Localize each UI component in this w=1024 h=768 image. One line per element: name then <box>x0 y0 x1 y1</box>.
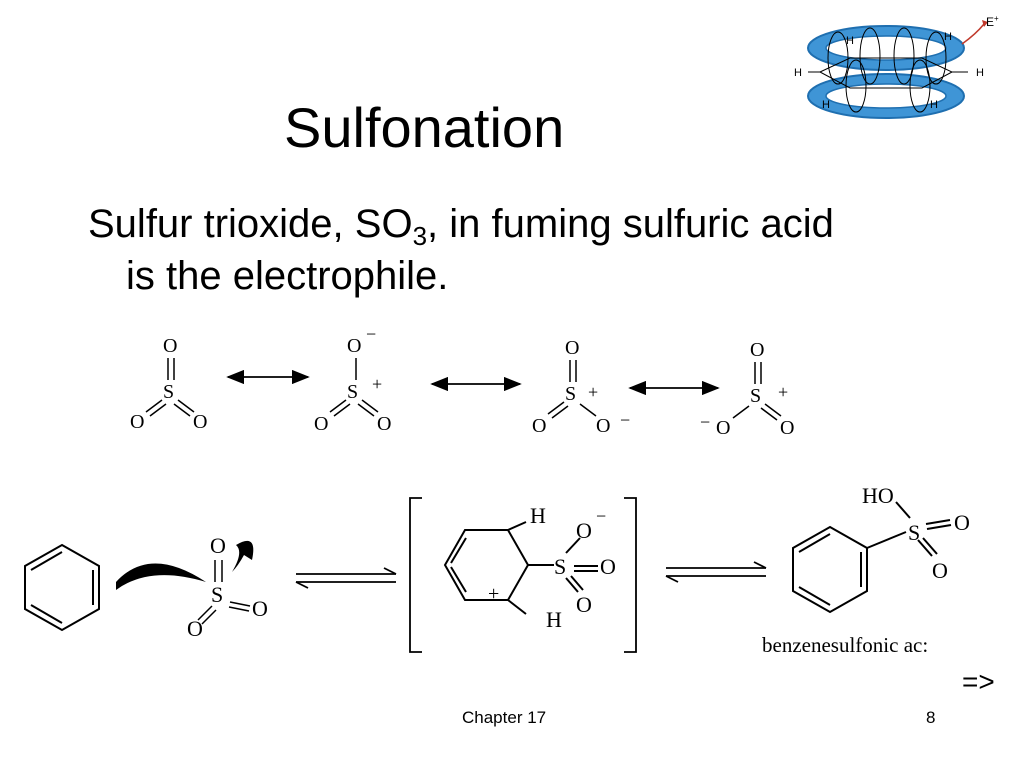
intermediate-brackets <box>409 497 637 653</box>
electron-flow-arrow-head <box>232 540 254 572</box>
oxygen-atom: O <box>596 415 610 437</box>
oxygen-atom: O <box>377 413 391 435</box>
bullet-line1-post: , in fuming sulfuric acid <box>427 202 834 246</box>
oxygen-atom: O <box>193 411 207 433</box>
sulfur-atom: S <box>750 385 761 407</box>
plus-charge: + <box>372 374 382 394</box>
benzenesulfonic-acid-product: HO S O O benzenesulfonic ac: <box>762 483 970 657</box>
h-label: H <box>794 67 802 79</box>
sulfur-atom: S <box>554 554 566 579</box>
carbocation-plus: + <box>488 583 499 605</box>
oxygen-atom: O <box>532 415 546 437</box>
h-label: H <box>822 99 830 111</box>
electrophile-arrowhead <box>982 20 988 27</box>
oxygen-atom: O <box>954 510 970 535</box>
p-orbitals <box>827 27 947 113</box>
equilibrium-arrow-1 <box>295 567 397 589</box>
resonance-structure-2: O − S + O O <box>314 324 391 435</box>
minus-charge: − <box>620 410 630 430</box>
oxygen-atom: O <box>576 592 592 617</box>
sigma-complex-intermediate: H S O − O O + H <box>443 503 616 632</box>
oxygen-atom: O <box>314 413 328 435</box>
electron-flow-arrow <box>116 563 206 590</box>
oxygen-atom: O <box>130 411 144 433</box>
plus-charge: + <box>588 382 598 402</box>
bullet-text: Sulfur trioxide, SO3, in fuming sulfuric… <box>88 198 834 302</box>
hydroxyl-group: HO <box>862 483 894 508</box>
h-label: H <box>976 67 984 79</box>
so3-electrophile: O S O O <box>187 533 268 641</box>
minus-charge: − <box>700 412 710 432</box>
oxygen-atom: O <box>750 339 764 361</box>
next-slide-link[interactable]: => <box>962 666 995 697</box>
sulfur-atom: S <box>565 383 576 405</box>
oxygen-atom: O <box>565 337 579 359</box>
h-label: H <box>944 31 952 43</box>
electrophile-label: E+ <box>986 14 999 29</box>
footer-chapter: Chapter 17 <box>462 708 547 727</box>
h-label: H <box>930 99 938 111</box>
oxygen-atom: O <box>187 616 203 641</box>
resonance-structure-3: O S + O O − <box>532 337 630 437</box>
sulfur-atom: S <box>347 381 358 403</box>
oxygen-atom: O <box>252 596 268 621</box>
oxygen-atom: O <box>780 417 794 439</box>
bullet-line1-sub: 3 <box>412 221 428 251</box>
h-atom: H <box>546 607 562 632</box>
oxygen-atom: O <box>163 335 177 357</box>
slide-title: Sulfonation <box>284 96 565 159</box>
minus-charge: − <box>366 324 376 344</box>
sigma-framework <box>808 57 968 89</box>
oxygen-atom: O <box>600 554 616 579</box>
bullet-line1-pre: Sulfur trioxide, SO <box>88 202 413 246</box>
oxygen-atom: O <box>932 558 948 583</box>
oxygen-atom: O <box>210 533 226 558</box>
minus-charge: − <box>596 506 606 526</box>
sulfur-atom: S <box>211 582 223 607</box>
sulfur-atom: S <box>908 520 920 545</box>
h-atom: H <box>530 503 546 528</box>
product-name-label: benzenesulfonic ac: <box>762 633 928 657</box>
oxygen-atom: O <box>716 417 730 439</box>
oxygen-atom: O <box>347 335 361 357</box>
bullet-line2: is the electrophile. <box>126 254 449 298</box>
pi-cloud-bottom <box>807 73 965 119</box>
hydrogen-labels: H H H H H H <box>794 31 984 111</box>
resonance-structure-4: O S + − O O <box>700 339 794 439</box>
equilibrium-arrow-2 <box>665 561 767 583</box>
benzene-reactant <box>24 543 100 632</box>
sulfur-atom: S <box>163 381 174 403</box>
oxygen-atom: O <box>576 518 592 543</box>
resonance-structure-1: O S O O <box>130 335 207 433</box>
plus-charge: + <box>778 382 788 402</box>
footer-page-number: 8 <box>926 708 936 727</box>
benzene-orbital-figure: H H H H H H E+ <box>794 14 999 119</box>
electrophile-arrow <box>961 23 985 45</box>
h-label: H <box>846 35 854 47</box>
